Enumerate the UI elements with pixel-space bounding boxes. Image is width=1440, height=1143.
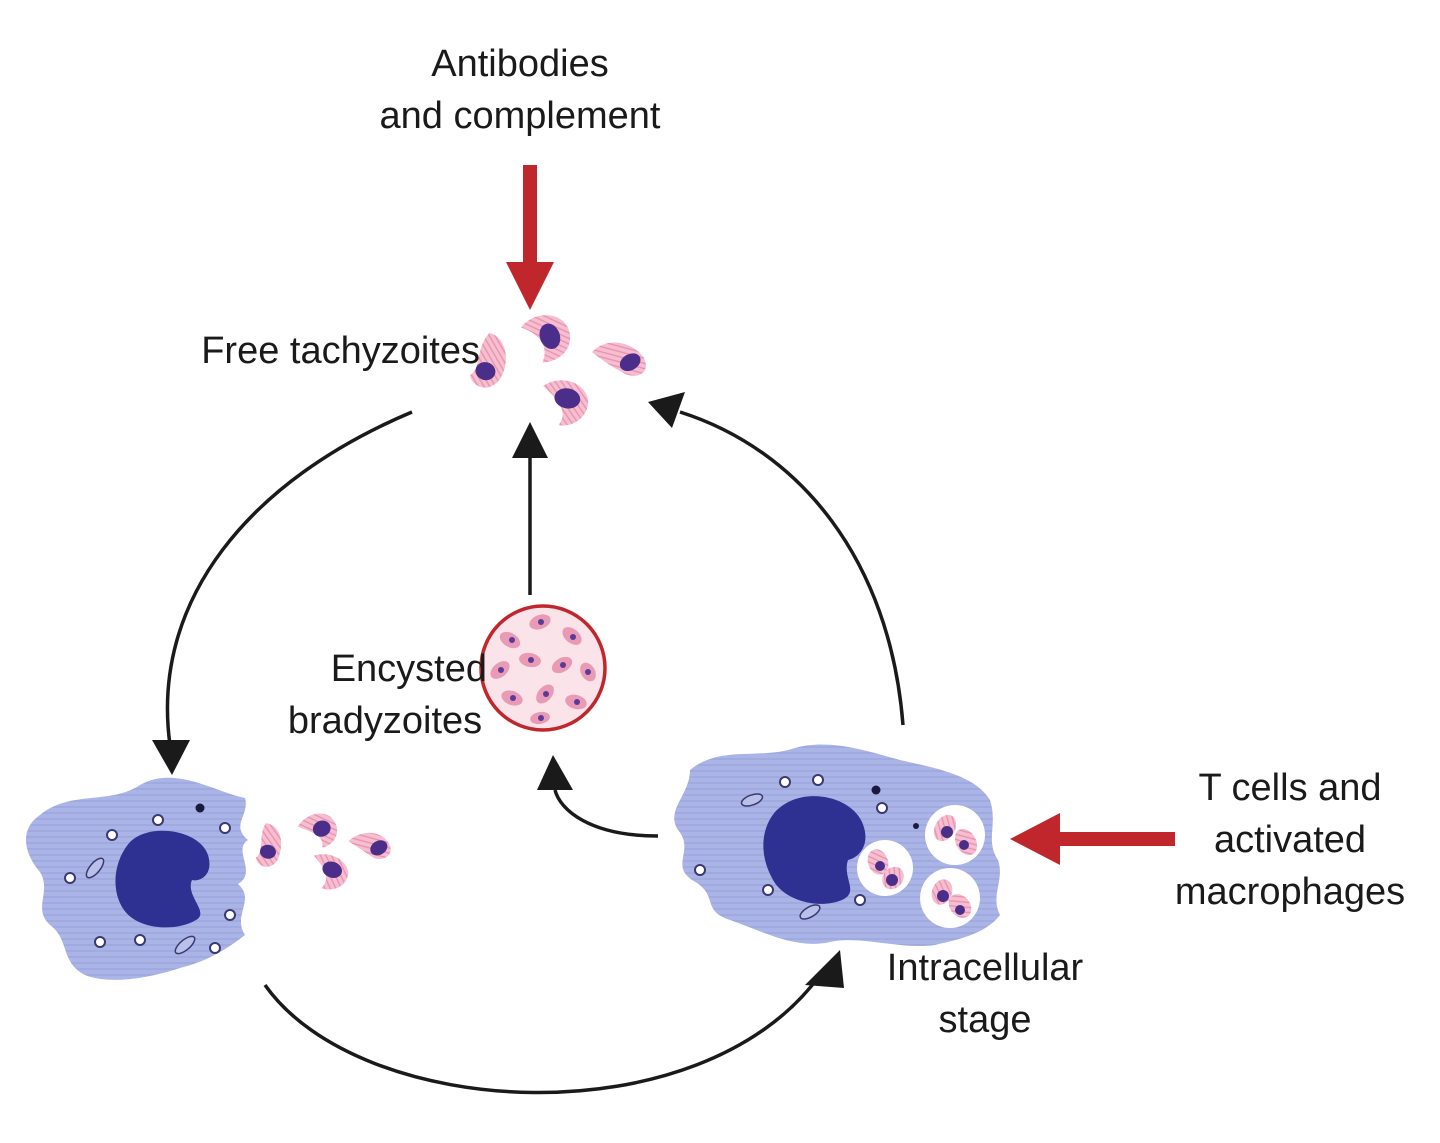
label-intracellular: Intracellular stage xyxy=(860,942,1110,1046)
label-antibodies-line1: Antibodies xyxy=(431,43,609,85)
label-encysted-line1: Encysted xyxy=(330,648,487,690)
free-tachyzoites xyxy=(469,315,646,426)
antibodies-arrow xyxy=(506,165,554,310)
arrow-to-intracellular xyxy=(263,973,822,1095)
vacuoles xyxy=(857,805,985,928)
label-encysted-line2: bradyzoites xyxy=(287,700,483,742)
nucleus-left xyxy=(115,830,210,928)
label-tcells-line2: activated xyxy=(1213,819,1367,861)
entering-tachyzoites xyxy=(255,813,391,890)
label-free-tachyzoites-text: Free tachyzoites xyxy=(201,330,480,372)
bradyzoite-cyst xyxy=(479,604,607,732)
label-antibodies: Antibodies and complement xyxy=(340,38,700,142)
label-intracellular-line2: stage xyxy=(938,999,1032,1041)
label-encysted: Encysted bradyzoites xyxy=(255,643,515,747)
label-free-tachyzoites: Free tachyzoites xyxy=(120,325,480,377)
label-intracellular-line1: Intracellular xyxy=(886,947,1084,989)
arrow-to-release xyxy=(679,410,905,726)
arrow-to-infection xyxy=(165,410,413,746)
label-tcells-line1: T cells and xyxy=(1198,767,1382,809)
cycle-arrows xyxy=(152,392,905,1095)
label-tcells: T cells and activated macrophages xyxy=(1150,762,1430,918)
tcells-arrow xyxy=(1010,813,1175,865)
label-antibodies-line2: and complement xyxy=(379,95,661,137)
arrow-to-cyst xyxy=(553,789,659,838)
label-tcells-line3: macrophages xyxy=(1174,871,1406,913)
host-cell-right xyxy=(674,744,1000,947)
nucleus-right xyxy=(763,796,866,904)
host-cell-left xyxy=(26,777,249,980)
